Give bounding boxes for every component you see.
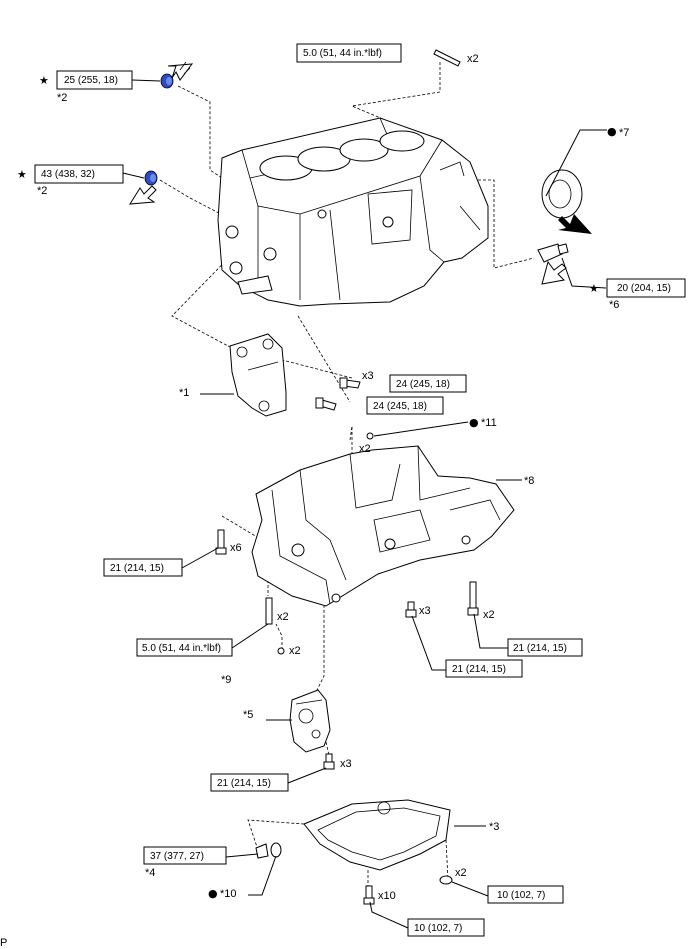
callout-label: *10 (220, 888, 237, 900)
callout-label: *6 (609, 299, 619, 311)
svg-text:24 (245, 18): 24 (245, 18) (373, 401, 427, 412)
torque-spec-8: 21 (214, 15) (507, 638, 583, 657)
dot-mark: ● (607, 125, 617, 138)
callout-label: *5 (243, 709, 253, 721)
svg-text:24 (245, 18): 24 (245, 18) (396, 379, 450, 390)
callout-label: *2 (57, 92, 67, 104)
callout-label: *2 (37, 185, 47, 197)
torque-spec-14: 10 (102, 7) (407, 918, 485, 937)
quantity-label: x2 (277, 611, 289, 623)
svg-text:5.0 (51, 44 in.*lbf): 5.0 (51, 44 in.*lbf) (142, 643, 221, 654)
svg-text:21 (214, 15): 21 (214, 15) (217, 778, 271, 789)
quantity-label: x3 (362, 370, 374, 382)
star-mark: ★ (39, 74, 49, 87)
quantity-label: x3 (340, 758, 352, 770)
callout-label: *9 (221, 674, 231, 686)
blue-plug-upper (160, 73, 174, 89)
torque-spec-9: 5.0 (51, 44 in.*lbf) (136, 638, 233, 657)
star-mark: ★ (589, 282, 599, 295)
dot-mark: ● (208, 887, 218, 900)
dot-mark: ● (469, 416, 479, 429)
callout-label: *3 (489, 821, 499, 833)
bracket-part-1 (229, 333, 287, 417)
quantity-label: x3 (419, 605, 431, 617)
filled-arrow-icon (558, 214, 592, 234)
quantity-label: x6 (230, 542, 242, 554)
svg-text:5.0 (51, 44 in.*lbf): 5.0 (51, 44 in.*lbf) (303, 48, 382, 59)
quantity-label: x2 (483, 609, 495, 621)
star-mark: ★ (17, 168, 27, 181)
svg-text:21 (214, 15): 21 (214, 15) (513, 643, 567, 654)
torque-spec-1: 5.0 (51, 44 in.*lbf) (296, 43, 402, 63)
quantity-label: x10 (378, 890, 396, 902)
torque-spec-13: 10 (102, 7) (487, 885, 564, 904)
stud-bolts (215, 49, 479, 905)
hollow-arrow-icon (167, 61, 194, 81)
torque-spec-5: 24 (245, 18) (389, 374, 467, 393)
quantity-label: x2 (359, 443, 371, 455)
torque-spec-7: 21 (214, 15) (103, 558, 183, 577)
torque-spec-10: 21 (214, 15) (445, 659, 523, 678)
callout-label: *7 (619, 127, 629, 139)
oil-pan-lower-part-3 (303, 799, 451, 871)
svg-text:10 (102, 7): 10 (102, 7) (414, 923, 462, 934)
callout-label: *1 (179, 387, 189, 399)
svg-text:21 (214, 15): 21 (214, 15) (452, 664, 506, 675)
svg-text:10 (102, 7): 10 (102, 7) (497, 890, 545, 901)
hollow-arrow-icon (541, 260, 567, 285)
cylinder-block (217, 117, 489, 307)
callout-label: *11 (481, 417, 497, 429)
torque-spec-6: 24 (245, 18) (366, 396, 444, 415)
blue-plug-lower (144, 170, 158, 186)
quantity-label: x2 (467, 53, 479, 65)
callout-label: *8 (524, 475, 534, 487)
torque-spec-2: 25 (255, 18) (56, 70, 133, 90)
svg-text:43 (438, 32): 43 (438, 32) (41, 169, 95, 180)
svg-text:25 (255, 18): 25 (255, 18) (64, 75, 118, 86)
quantity-label: x2 (289, 645, 301, 657)
torque-spec-11: 21 (214, 15) (210, 773, 289, 792)
callout-label: *4 (145, 867, 155, 879)
oil-pump-part-5 (289, 689, 331, 753)
torque-spec-4: 20 (204, 15) (606, 278, 686, 298)
svg-text:21 (214, 15): 21 (214, 15) (110, 563, 164, 574)
sensor-part-6 (537, 243, 569, 263)
leader-lines (122, 79, 607, 929)
quantity-label: x2 (455, 867, 467, 879)
torque-spec-12: 37 (377, 27) (143, 846, 227, 865)
oil-seal-part-7 (541, 169, 583, 219)
svg-text:20 (204, 15): 20 (204, 15) (617, 283, 671, 294)
corner-letter: P (0, 937, 7, 949)
svg-text:37 (377, 27): 37 (377, 27) (150, 851, 204, 862)
oil-pan-upper-part-8 (251, 445, 515, 607)
hollow-arrow-icon (129, 185, 157, 205)
torque-spec-3: 43 (438, 32) (34, 164, 124, 184)
